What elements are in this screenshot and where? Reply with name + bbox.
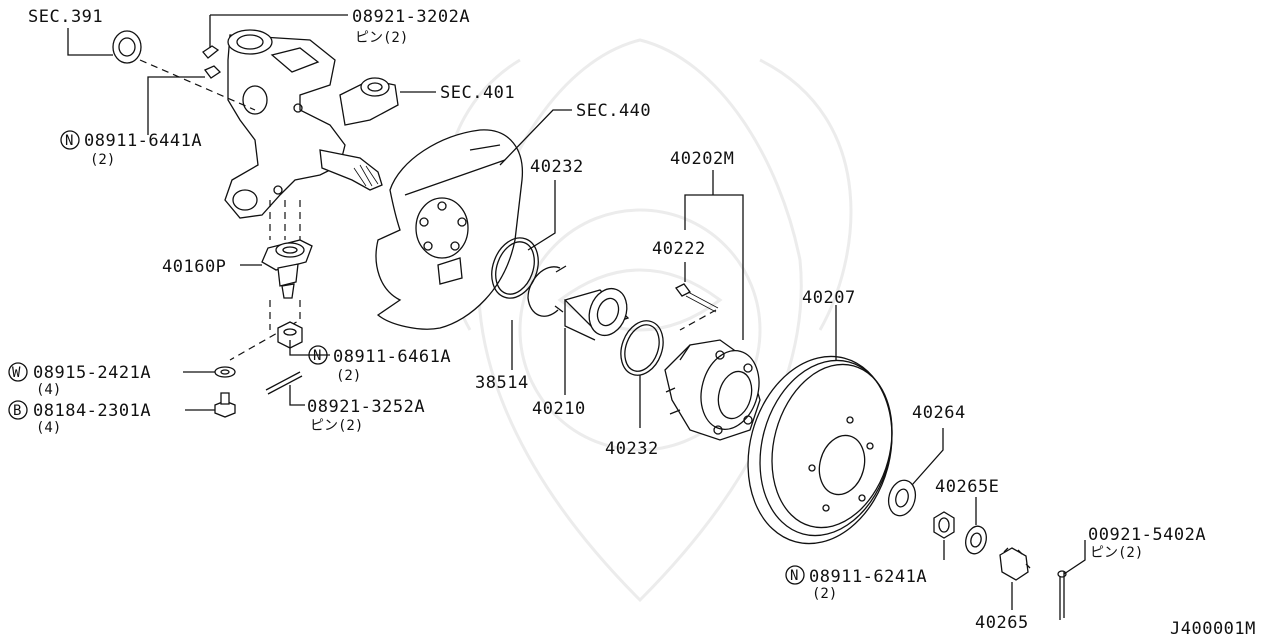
knuckle-nut[interactable]	[203, 65, 222, 79]
nut-symbol-icon-3	[785, 565, 805, 585]
label-40207[interactable]: 40207	[802, 288, 856, 308]
callout-labels: SEC.391 08921-3202A ピン(2) SEC.401 SEC.44…	[8, 7, 1256, 638]
label-08911-6461A-qty: (2)	[336, 368, 361, 384]
label-08184-2301A-qty: (4)	[36, 420, 61, 436]
lock-washer[interactable]	[214, 366, 236, 378]
label-08921-3252A[interactable]: 08921-3252A	[307, 397, 425, 417]
label-40160P[interactable]: 40160P	[162, 257, 226, 277]
washer-symbol-icon	[8, 362, 28, 382]
cotter-pin-rotor[interactable]	[1057, 570, 1067, 620]
nut-symbol-letter-3: N	[790, 568, 798, 584]
snap-ring-inner[interactable]	[614, 315, 671, 381]
axle-seal[interactable]	[112, 30, 142, 64]
bolt-symbol-letter: B	[13, 403, 21, 419]
circlip[interactable]	[527, 265, 567, 317]
label-08915-2421A[interactable]: 08915-2421A	[33, 363, 151, 383]
dust-shield[interactable]	[375, 129, 524, 330]
label-40202M[interactable]: 40202M	[670, 149, 734, 169]
washer-symbol-letter: W	[12, 365, 21, 381]
cotter-pin-top[interactable]	[202, 45, 220, 59]
label-08911-6241A-qty: (2)	[812, 586, 837, 602]
label-40265[interactable]: 40265	[975, 613, 1029, 633]
label-sec440[interactable]: SEC.440	[576, 101, 651, 121]
ball-joint[interactable]	[261, 239, 313, 299]
rotor-nut[interactable]	[933, 511, 955, 539]
label-08911-6441A-qty: (2)	[90, 152, 115, 168]
label-08921-3202A[interactable]: 08921-3202A	[352, 7, 470, 27]
label-sec401[interactable]: SEC.401	[440, 83, 515, 103]
label-08915-2421A-qty: (4)	[36, 382, 61, 398]
nut-symbol-icon-2	[308, 345, 328, 365]
leader-lines	[67, 14, 1086, 610]
wheel-bearing[interactable]	[563, 283, 633, 341]
bolt-symbol-icon	[8, 400, 28, 420]
label-38514[interactable]: 38514	[475, 373, 529, 393]
hub-washer[interactable]	[885, 477, 919, 519]
hex-bolt[interactable]	[214, 392, 236, 418]
label-40265E[interactable]: 40265E	[935, 477, 999, 497]
nut-symbol-letter: N	[65, 133, 73, 149]
label-00921-5402A-sub: ピン(2)	[1090, 545, 1143, 561]
label-40232-top[interactable]: 40232	[530, 157, 584, 177]
label-08921-3252A-sub: ピン(2)	[310, 418, 363, 434]
label-40232-bottom[interactable]: 40232	[605, 439, 659, 459]
label-08911-6461A[interactable]: 08911-6461A	[333, 347, 451, 367]
label-08911-6441A[interactable]: 08911-6441A	[84, 131, 202, 151]
label-40210[interactable]: 40210	[532, 399, 586, 419]
label-00921-5402A[interactable]: 00921-5402A	[1088, 525, 1206, 545]
wheel-hub[interactable]	[664, 339, 767, 441]
snap-ring-outer[interactable]	[484, 231, 547, 304]
lock-nut-cap[interactable]	[963, 524, 990, 556]
brake-rotor[interactable]	[728, 340, 912, 560]
nut-symbol-letter-2: N	[313, 348, 321, 364]
cotter-pin-lower[interactable]	[265, 371, 303, 395]
label-40264[interactable]: 40264	[912, 403, 966, 423]
label-08921-3202A-sub: ピン(2)	[355, 30, 408, 46]
ball-joint-nut[interactable]	[277, 321, 303, 349]
label-08911-6241A[interactable]: 08911-6241A	[809, 567, 927, 587]
steering-knuckle[interactable]	[224, 29, 399, 219]
label-40222[interactable]: 40222	[652, 239, 706, 259]
label-sec391[interactable]: SEC.391	[28, 7, 103, 27]
hub-bolt[interactable]	[675, 283, 719, 313]
castle-nut[interactable]	[999, 547, 1031, 581]
diagram-id: J400001M	[1170, 619, 1256, 638]
label-08184-2301A[interactable]: 08184-2301A	[33, 401, 151, 421]
nut-symbol-icon	[60, 130, 80, 150]
